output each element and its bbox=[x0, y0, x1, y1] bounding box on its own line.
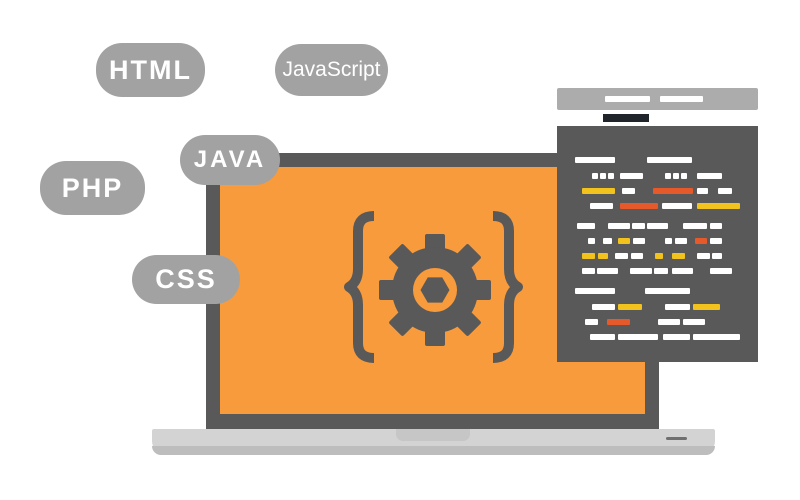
code-line-segment bbox=[592, 304, 615, 310]
code-line-segment bbox=[608, 173, 614, 179]
code-line-segment bbox=[603, 238, 612, 244]
code-window-header bbox=[557, 88, 758, 110]
code-header-bar bbox=[605, 96, 650, 102]
tag-css: CSS bbox=[132, 255, 240, 304]
code-line-segment bbox=[710, 268, 732, 274]
code-line-segment bbox=[630, 268, 652, 274]
code-line-segment bbox=[654, 268, 668, 274]
code-line-segment bbox=[631, 253, 643, 259]
code-line-segment bbox=[662, 203, 692, 209]
code-line-segment bbox=[633, 238, 645, 244]
tag-javascript: JavaScript bbox=[275, 44, 388, 96]
code-line-segment bbox=[693, 334, 740, 340]
code-line-segment bbox=[618, 238, 630, 244]
code-line-segment bbox=[710, 223, 722, 229]
tag-html: HTML bbox=[96, 43, 205, 97]
code-line-segment bbox=[577, 223, 595, 229]
code-line-segment bbox=[645, 288, 690, 294]
code-line-segment bbox=[675, 238, 687, 244]
code-line-segment bbox=[665, 173, 671, 179]
code-line-segment bbox=[590, 334, 615, 340]
code-line-segment bbox=[655, 253, 663, 259]
code-line-segment bbox=[695, 238, 707, 244]
tag-java: JAVA bbox=[180, 135, 280, 185]
code-line-segment bbox=[618, 334, 658, 340]
code-line-segment bbox=[618, 304, 642, 310]
right-brace-icon bbox=[492, 211, 523, 363]
left-brace-icon bbox=[344, 211, 375, 363]
code-line-segment bbox=[665, 304, 690, 310]
code-line-segment bbox=[673, 173, 679, 179]
code-line-segment bbox=[598, 253, 608, 259]
code-line-segment bbox=[697, 253, 710, 259]
code-line-segment bbox=[590, 203, 613, 209]
code-line-segment bbox=[697, 188, 708, 194]
code-line-segment bbox=[620, 203, 658, 209]
code-line-segment bbox=[710, 238, 722, 244]
tag-php: PHP bbox=[40, 161, 145, 215]
code-line-segment bbox=[712, 253, 722, 259]
code-window bbox=[557, 126, 758, 362]
code-line-segment bbox=[672, 268, 693, 274]
code-line-segment bbox=[622, 188, 635, 194]
code-line-segment bbox=[697, 203, 740, 209]
code-line-segment bbox=[653, 188, 693, 194]
code-line-segment bbox=[608, 223, 630, 229]
code-line-segment bbox=[582, 253, 595, 259]
code-line-segment bbox=[615, 253, 628, 259]
code-line-segment bbox=[672, 253, 685, 259]
code-line-segment bbox=[575, 288, 615, 294]
code-line-segment bbox=[718, 188, 732, 194]
code-line-segment bbox=[575, 157, 615, 163]
code-line-segment bbox=[663, 334, 690, 340]
code-line-segment bbox=[683, 223, 707, 229]
code-line-segment bbox=[607, 319, 630, 325]
code-line-segment bbox=[592, 173, 598, 179]
code-line-segment bbox=[697, 173, 722, 179]
code-window-tab bbox=[603, 114, 649, 122]
code-line-segment bbox=[585, 319, 598, 325]
laptop-base bbox=[152, 429, 715, 455]
code-line-segment bbox=[647, 157, 692, 163]
code-line-segment bbox=[588, 238, 595, 244]
code-line-segment bbox=[693, 304, 720, 310]
code-line-segment bbox=[681, 173, 687, 179]
laptop-port-dash bbox=[666, 437, 687, 440]
code-line-segment bbox=[620, 173, 643, 179]
code-line-segment bbox=[600, 173, 606, 179]
code-line-segment bbox=[582, 188, 615, 194]
laptop-base-bottom-edge bbox=[152, 446, 715, 455]
code-line-segment bbox=[597, 268, 618, 274]
code-line-segment bbox=[683, 319, 705, 325]
gear-icon bbox=[379, 234, 491, 346]
laptop-hinge-notch bbox=[396, 429, 470, 441]
code-line-segment bbox=[665, 238, 672, 244]
code-header-bar bbox=[660, 96, 703, 102]
code-line-segment bbox=[658, 319, 680, 325]
code-line-segment bbox=[647, 223, 668, 229]
code-line-segment bbox=[582, 268, 595, 274]
code-line-segment bbox=[632, 223, 645, 229]
